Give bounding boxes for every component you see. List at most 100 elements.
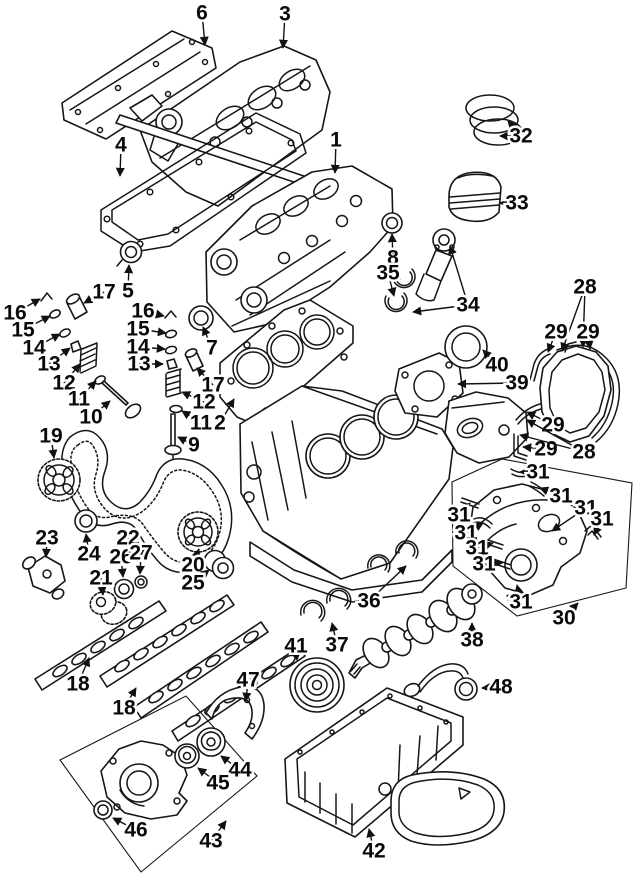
callout-37[interactable]: 37 xyxy=(323,622,351,659)
callout-label[interactable]: 16 xyxy=(129,297,157,325)
callout-1[interactable]: 1 xyxy=(328,126,345,174)
callout-14[interactable]: 14 xyxy=(20,333,61,362)
callout-label[interactable]: 31 xyxy=(507,588,536,616)
callout-29[interactable]: 29 xyxy=(526,411,567,439)
callout-label[interactable]: 37 xyxy=(323,631,351,659)
callout-23[interactable]: 23 xyxy=(33,524,61,558)
callout-28[interactable]: 28 xyxy=(519,419,599,466)
callout-26[interactable]: 26 xyxy=(107,543,135,578)
callout-11[interactable]: 11 xyxy=(181,409,215,437)
callout-label[interactable]: 13 xyxy=(35,350,63,378)
callout-4[interactable]: 4 xyxy=(113,131,130,177)
callout-label[interactable]: 29 xyxy=(532,435,560,463)
callout-label[interactable]: 31 xyxy=(524,458,553,486)
callout-42[interactable]: 42 xyxy=(360,828,388,865)
callout-17[interactable]: 17 xyxy=(83,278,118,306)
callout-label[interactable]: 48 xyxy=(487,673,516,701)
callout-label[interactable]: 8 xyxy=(385,244,402,272)
callout-label[interactable]: 32 xyxy=(507,122,535,150)
callout-label[interactable]: 30 xyxy=(550,604,578,632)
callout-label[interactable]: 10 xyxy=(77,403,105,431)
callout-label[interactable]: 36 xyxy=(355,587,383,615)
callout-label[interactable]: 17 xyxy=(199,371,227,399)
callout-label[interactable]: 11 xyxy=(187,409,215,437)
callout-19[interactable]: 19 xyxy=(37,422,65,459)
callout-label[interactable]: 42 xyxy=(360,837,388,865)
callout-28[interactable]: 28 xyxy=(560,273,600,352)
callout-label[interactable]: 18 xyxy=(110,694,139,722)
callout-label[interactable]: 13 xyxy=(125,350,153,378)
callout-label[interactable]: 16 xyxy=(1,299,29,327)
callout-31[interactable]: 31 xyxy=(507,584,536,616)
callout-label[interactable]: 35 xyxy=(374,259,403,287)
callout-label[interactable]: 46 xyxy=(122,816,150,844)
callout-25[interactable]: 25 xyxy=(179,569,210,597)
callout-3[interactable]: 3 xyxy=(277,0,294,49)
callout-7[interactable]: 7 xyxy=(202,326,221,362)
callout-label[interactable]: 18 xyxy=(64,670,93,698)
callout-8[interactable]: 8 xyxy=(385,233,402,272)
callout-label[interactable]: 24 xyxy=(75,540,104,568)
callout-label[interactable]: 15 xyxy=(9,316,38,344)
callout-label[interactable]: 45 xyxy=(204,769,233,797)
callout-31[interactable]: 31 xyxy=(463,534,494,562)
callout-17[interactable]: 17 xyxy=(196,367,227,399)
callout-label[interactable]: 40 xyxy=(483,351,511,379)
callout-label[interactable]: 43 xyxy=(197,827,225,855)
callout-31[interactable]: 31 xyxy=(539,482,576,510)
callout-label[interactable]: 26 xyxy=(107,543,135,571)
callout-label[interactable]: 9 xyxy=(186,431,203,459)
callout-label[interactable]: 33 xyxy=(503,189,531,217)
callout-34[interactable]: 34 xyxy=(412,245,483,319)
callout-label[interactable]: 29 xyxy=(574,318,602,346)
callout-label[interactable]: 22 xyxy=(114,524,142,552)
callout-label[interactable]: 5 xyxy=(120,277,137,305)
callout-label[interactable]: 1 xyxy=(328,126,345,154)
callout-11[interactable]: 11 xyxy=(65,380,97,413)
callout-47[interactable]: 47 xyxy=(234,666,262,702)
callout-32[interactable]: 32 xyxy=(499,120,535,150)
callout-21[interactable]: 21 xyxy=(87,564,116,596)
callout-label[interactable]: 28 xyxy=(570,438,599,466)
callout-31[interactable]: 31 xyxy=(445,501,474,529)
callout-20[interactable]: 20 xyxy=(179,548,207,579)
callout-12[interactable]: 12 xyxy=(181,388,218,416)
callout-5[interactable]: 5 xyxy=(120,264,137,305)
callout-35[interactable]: 35 xyxy=(374,259,403,297)
callout-45[interactable]: 45 xyxy=(197,767,233,797)
callout-label[interactable]: 15 xyxy=(124,315,153,343)
callout-10[interactable]: 10 xyxy=(77,400,111,431)
callout-label[interactable]: 2 xyxy=(212,409,229,437)
callout-2[interactable]: 2 xyxy=(212,398,235,437)
callout-44[interactable]: 44 xyxy=(220,755,254,784)
callout-31[interactable]: 31 xyxy=(519,458,553,486)
callout-43[interactable]: 43 xyxy=(197,820,227,855)
callout-label[interactable]: 19 xyxy=(37,422,65,450)
callout-48[interactable]: 48 xyxy=(481,673,516,701)
callout-31[interactable]: 31 xyxy=(452,519,484,547)
callout-label[interactable]: 31 xyxy=(547,482,576,510)
callout-label[interactable]: 34 xyxy=(454,291,483,319)
callout-label[interactable]: 38 xyxy=(458,626,487,654)
callout-label[interactable]: 27 xyxy=(127,539,155,567)
callout-label[interactable]: 4 xyxy=(113,131,130,159)
callout-22[interactable]: 22 xyxy=(114,524,148,558)
callout-label[interactable]: 6 xyxy=(194,0,211,27)
callout-36[interactable]: 36 xyxy=(355,565,407,615)
callout-label[interactable]: 28 xyxy=(571,273,600,301)
callout-label[interactable]: 3 xyxy=(277,0,294,28)
callout-label[interactable]: 21 xyxy=(87,564,116,592)
callout-label[interactable]: 39 xyxy=(503,369,531,397)
callout-label[interactable]: 31 xyxy=(463,534,492,562)
callout-label[interactable]: 12 xyxy=(50,369,78,397)
callout-label[interactable]: 25 xyxy=(179,569,208,597)
callout-label[interactable]: 12 xyxy=(190,388,218,416)
callout-12[interactable]: 12 xyxy=(50,363,81,397)
callout-16[interactable]: 16 xyxy=(1,298,41,327)
callout-label[interactable]: 23 xyxy=(33,524,61,552)
callout-label[interactable]: 20 xyxy=(179,551,207,579)
callout-label[interactable]: 29 xyxy=(539,411,567,439)
callout-33[interactable]: 33 xyxy=(499,189,531,217)
callout-15[interactable]: 15 xyxy=(124,315,167,343)
callout-label[interactable]: 7 xyxy=(204,334,221,362)
